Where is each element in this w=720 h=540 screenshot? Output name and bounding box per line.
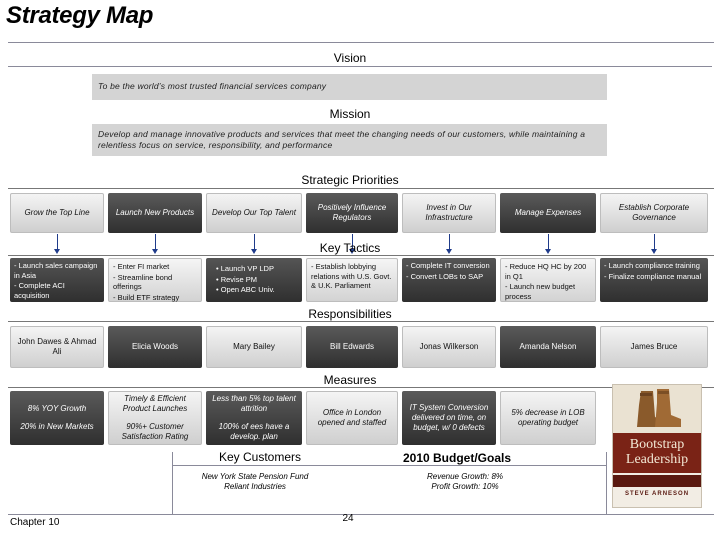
chapter-label: Chapter 10 bbox=[10, 517, 60, 528]
responsible-box-7: James Bruce bbox=[600, 326, 708, 368]
book-subtitle-band bbox=[613, 475, 701, 487]
responsible-box-3: Mary Bailey bbox=[206, 326, 302, 368]
vision-text: To be the world’s most trusted financial… bbox=[98, 81, 327, 91]
budget-item: Revenue Growth: 8% bbox=[426, 472, 504, 481]
budget-list: Revenue Growth: 8% Profit Growth: 10% bbox=[390, 472, 540, 492]
budget-item: Profit Growth: 10% bbox=[431, 482, 499, 491]
responsibilities-rule bbox=[8, 321, 714, 322]
measure-item: 90%+ Customer Satisfaction Rating bbox=[121, 422, 189, 441]
priority-box-3: Develop Our Top Talent bbox=[206, 193, 302, 233]
measure-item: 20% in New Markets bbox=[20, 422, 94, 431]
boots-icon bbox=[637, 389, 681, 427]
tactic-item: - Launch compliance training bbox=[604, 261, 700, 270]
tactic-item: - Build ETF strategy bbox=[113, 292, 180, 302]
book-boots-icon bbox=[613, 385, 701, 433]
vision-band bbox=[92, 74, 607, 100]
tactic-box-6: - Reduce HQ HC by 200 in Q1- Launch new … bbox=[500, 258, 596, 302]
tactic-item: - Launch sales campaign in Asia bbox=[14, 261, 98, 280]
tactic-item: • Open ABC Univ. bbox=[216, 285, 275, 294]
measure-item: IT System Conversion delivered on time, … bbox=[409, 403, 489, 432]
priority-box-4: Positively Influence Regulators bbox=[306, 193, 398, 233]
measures-heading: Measures bbox=[323, 373, 377, 387]
book-title-line2: Leadership bbox=[625, 452, 689, 467]
responsibilities-heading: Responsibilities bbox=[308, 307, 392, 321]
measure-item: Less than 5% top talent attrition bbox=[212, 394, 296, 413]
tactic-box-4: - Establish lobbying relations with U.S.… bbox=[306, 258, 398, 302]
mission-label: Mission bbox=[329, 107, 371, 121]
arrow-down bbox=[251, 234, 257, 254]
arrow-down bbox=[349, 234, 355, 254]
book-title-line1: Bootstrap bbox=[629, 437, 685, 452]
tactic-item: - Complete ACI acquisition bbox=[14, 281, 65, 300]
mission-band bbox=[92, 124, 607, 156]
measure-box-2: Timely & Efficient Product Launches 90%+… bbox=[108, 391, 202, 445]
priorities-rule bbox=[8, 188, 714, 189]
vision-rule bbox=[8, 66, 712, 67]
priority-box-2: Launch New Products bbox=[108, 193, 202, 233]
priority-box-5: Invest in Our Infrastructure bbox=[402, 193, 496, 233]
measure-item: Timely & Efficient Product Launches bbox=[122, 394, 188, 413]
customer-item: Reliant Industries bbox=[224, 482, 286, 491]
book-cover-image: Bootstrap Leadership STEVE ARNESON bbox=[612, 384, 702, 508]
arrow-down bbox=[446, 234, 452, 254]
responsible-box-4: Bill Edwards bbox=[306, 326, 398, 368]
priorities-heading: Strategic Priorities bbox=[301, 173, 399, 187]
title-rule bbox=[8, 42, 714, 43]
arrow-down bbox=[152, 234, 158, 254]
measure-item: 100% of ees have a develop. plan bbox=[218, 422, 290, 441]
book-author: STEVE ARNESON bbox=[624, 491, 690, 497]
priority-box-1: Grow the Top Line bbox=[10, 193, 104, 233]
responsible-box-5: Jonas Wilkerson bbox=[402, 326, 496, 368]
arrow-down bbox=[545, 234, 551, 254]
responsible-box-1: John Dawes & Ahmad Ali bbox=[10, 326, 104, 368]
footer-rule bbox=[8, 514, 714, 515]
tactic-item: - Reduce HQ HC by 200 in Q1 bbox=[505, 262, 587, 281]
measure-item: 8% YOY Growth bbox=[27, 404, 87, 413]
measure-item: Office in London opened and staffed bbox=[317, 408, 387, 427]
tactic-item: - Launch new budget process bbox=[505, 282, 576, 301]
customers-rule bbox=[172, 465, 607, 466]
tactic-item: • Launch VP LDP bbox=[216, 264, 274, 273]
responsible-box-6: Amanda Nelson bbox=[500, 326, 596, 368]
page-title: Strategy Map bbox=[6, 2, 154, 29]
tactic-item: - Finalize compliance manual bbox=[604, 271, 702, 281]
tactic-box-1: - Launch sales campaign in Asia- Complet… bbox=[10, 258, 104, 302]
measure-box-6: 5% decrease in LOB operating budget bbox=[500, 391, 596, 445]
tactic-box-3: • Launch VP LDP• Revise PM• Open ABC Uni… bbox=[206, 258, 302, 302]
customer-item: New York State Pension Fund bbox=[201, 472, 309, 481]
book-title-band: Bootstrap Leadership bbox=[613, 433, 701, 473]
tactics-rule bbox=[8, 255, 714, 256]
tactic-box-7: - Launch compliance training- Finalize c… bbox=[600, 258, 708, 302]
measure-box-3: Less than 5% top talent attrition 100% o… bbox=[206, 391, 302, 445]
budget-right-rule bbox=[606, 452, 607, 514]
measures-rule bbox=[8, 387, 714, 388]
mission-text: Develop and manage innovative products a… bbox=[98, 129, 586, 150]
tactic-item: - Streamline bond offerings bbox=[113, 272, 173, 292]
responsible-box-2: Elicia Woods bbox=[108, 326, 202, 368]
priority-box-6: Manage Expenses bbox=[500, 193, 596, 233]
tactic-item: • Revise PM bbox=[216, 274, 257, 284]
measure-box-4: Office in London opened and staffed bbox=[306, 391, 398, 445]
page-number: 24 bbox=[342, 513, 354, 524]
tactic-item: - Complete IT conversion bbox=[406, 261, 490, 270]
measure-box-1: 8% YOY Growth 20% in New Markets bbox=[10, 391, 104, 445]
tactic-box-2: - Enter FI market- Streamline bond offer… bbox=[108, 258, 202, 302]
vision-label: Vision bbox=[333, 51, 367, 65]
customers-heading: Key Customers bbox=[218, 450, 302, 464]
tactics-heading: Key Tactics bbox=[319, 241, 381, 255]
tactic-box-5: - Complete IT conversion- Convert LOBs t… bbox=[402, 258, 496, 302]
customers-left-rule bbox=[172, 452, 173, 514]
arrow-down bbox=[651, 234, 657, 254]
measure-item: 5% decrease in LOB operating budget bbox=[511, 408, 585, 427]
budget-heading: 2010 Budget/Goals bbox=[402, 451, 512, 465]
measure-box-5: IT System Conversion delivered on time, … bbox=[402, 391, 496, 445]
tactic-item: - Enter FI market bbox=[113, 262, 170, 271]
arrow-down bbox=[54, 234, 60, 254]
tactic-item: - Convert LOBs to SAP bbox=[406, 271, 484, 281]
customers-list: New York State Pension Fund Reliant Indu… bbox=[180, 472, 330, 492]
priority-box-7: Establish Corporate Governance bbox=[600, 193, 708, 233]
tactic-item: - Establish lobbying relations with U.S.… bbox=[311, 262, 392, 290]
